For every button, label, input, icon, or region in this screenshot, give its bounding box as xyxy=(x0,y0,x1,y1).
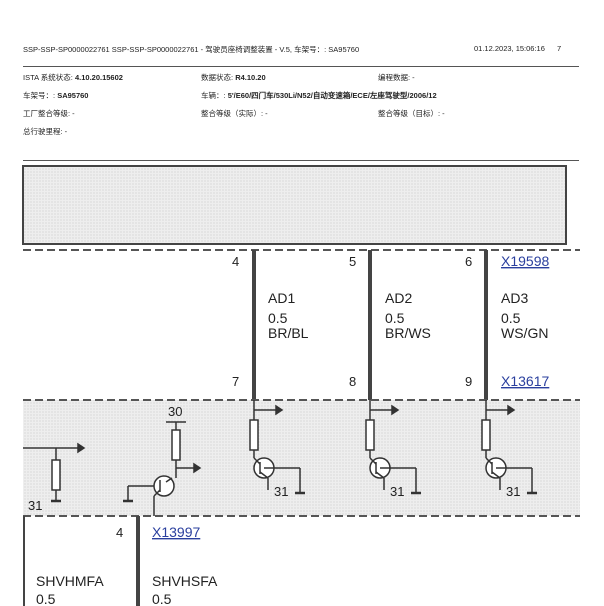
ground-label-3: 31 xyxy=(390,484,404,499)
wire-label-ad1-name: AD1 xyxy=(268,290,295,306)
ista-status-value: 4.10.20.15602 xyxy=(74,73,123,82)
vehicle: 车辆：: 5'/E60/四门车/530Li/N52/自动变速箱/ECE/左座驾驶… xyxy=(201,90,437,101)
connector-link-lower[interactable]: X13997 xyxy=(152,524,200,540)
wire-label-ad2-size: 0.5 xyxy=(385,310,405,326)
pin-bottom-3: 9 xyxy=(465,374,472,389)
vin-label: 车架号：: xyxy=(23,91,56,100)
data-status: 数据状态: R4.10.20 xyxy=(201,72,266,83)
document-title: SSP-SSP-SP0000022761 SSP-SSP-SP000002276… xyxy=(23,45,360,54)
ground-label-1: 31 xyxy=(28,498,42,513)
wire-label-ad2-color: BR/WS xyxy=(385,325,431,341)
transistor-circuit-1 xyxy=(249,400,305,495)
wire-label-ad1-color: BR/BL xyxy=(268,325,309,341)
supply-30-label: 30 xyxy=(168,404,182,419)
pin-bottom-1: 7 xyxy=(232,374,239,389)
wire-label-ad3-color: WS/GN xyxy=(501,325,548,341)
lower-right-name: SHVHSFA xyxy=(152,573,218,589)
ground-label-2: 31 xyxy=(274,484,288,499)
pin-bottom-2: 8 xyxy=(349,374,356,389)
transistor-circuit-2 xyxy=(365,400,421,495)
vin-value: SA95760 xyxy=(57,91,89,100)
factory-level: 工厂整合等级: - xyxy=(23,109,75,118)
control-unit-box xyxy=(22,165,567,245)
left-circuit xyxy=(23,442,86,503)
pin-top-2: 5 xyxy=(349,254,356,269)
ground-label-4: 31 xyxy=(506,484,520,499)
ista-status-label: ISTA 系统状态: xyxy=(23,73,73,82)
connector-link-bottom[interactable]: X13617 xyxy=(501,373,549,389)
actual-level: 整合等级（实际）: - xyxy=(201,109,268,118)
page-number: 7 xyxy=(557,44,562,53)
vehicle-value: 5'/E60/四门车/530Li/N52/自动变速箱/ECE/左座驾驶型/200… xyxy=(227,91,437,100)
pin-top-1: 4 xyxy=(232,254,239,269)
pin-top-3: 6 xyxy=(465,254,472,269)
coding-data: 编程数据: - xyxy=(378,73,415,82)
wire-label-ad3-name: AD3 xyxy=(501,290,528,306)
connector-link-top[interactable]: X19598 xyxy=(501,253,549,269)
target-level: 整合等级（目标）: - xyxy=(378,109,445,118)
vin: 车架号：: SA95760 xyxy=(23,90,88,101)
mileage: 总行驶里程: - xyxy=(23,127,68,136)
lower-pin: 4 xyxy=(116,525,123,540)
data-status-label: 数据状态: xyxy=(201,73,234,82)
timestamp: 01.12.2023, 15:06:16 xyxy=(474,44,545,53)
data-status-value: R4.10.20 xyxy=(235,73,266,82)
supply-circuit xyxy=(123,421,202,516)
transistor-circuit-3 xyxy=(481,400,537,495)
lower-left-name: SHVHMFA xyxy=(36,573,104,589)
wire-label-ad3-size: 0.5 xyxy=(501,310,521,326)
vehicle-label: 车辆：: xyxy=(201,91,226,100)
wire-label-ad1-size: 0.5 xyxy=(268,310,288,326)
info-divider xyxy=(23,160,579,161)
ista-status: ISTA 系统状态: 4.10.20.15602 xyxy=(23,72,123,83)
lower-right-size: 0.5 xyxy=(152,591,172,606)
header-divider xyxy=(23,66,579,67)
wire-label-ad2-name: AD2 xyxy=(385,290,412,306)
lower-left-size: 0.5 xyxy=(36,591,56,606)
